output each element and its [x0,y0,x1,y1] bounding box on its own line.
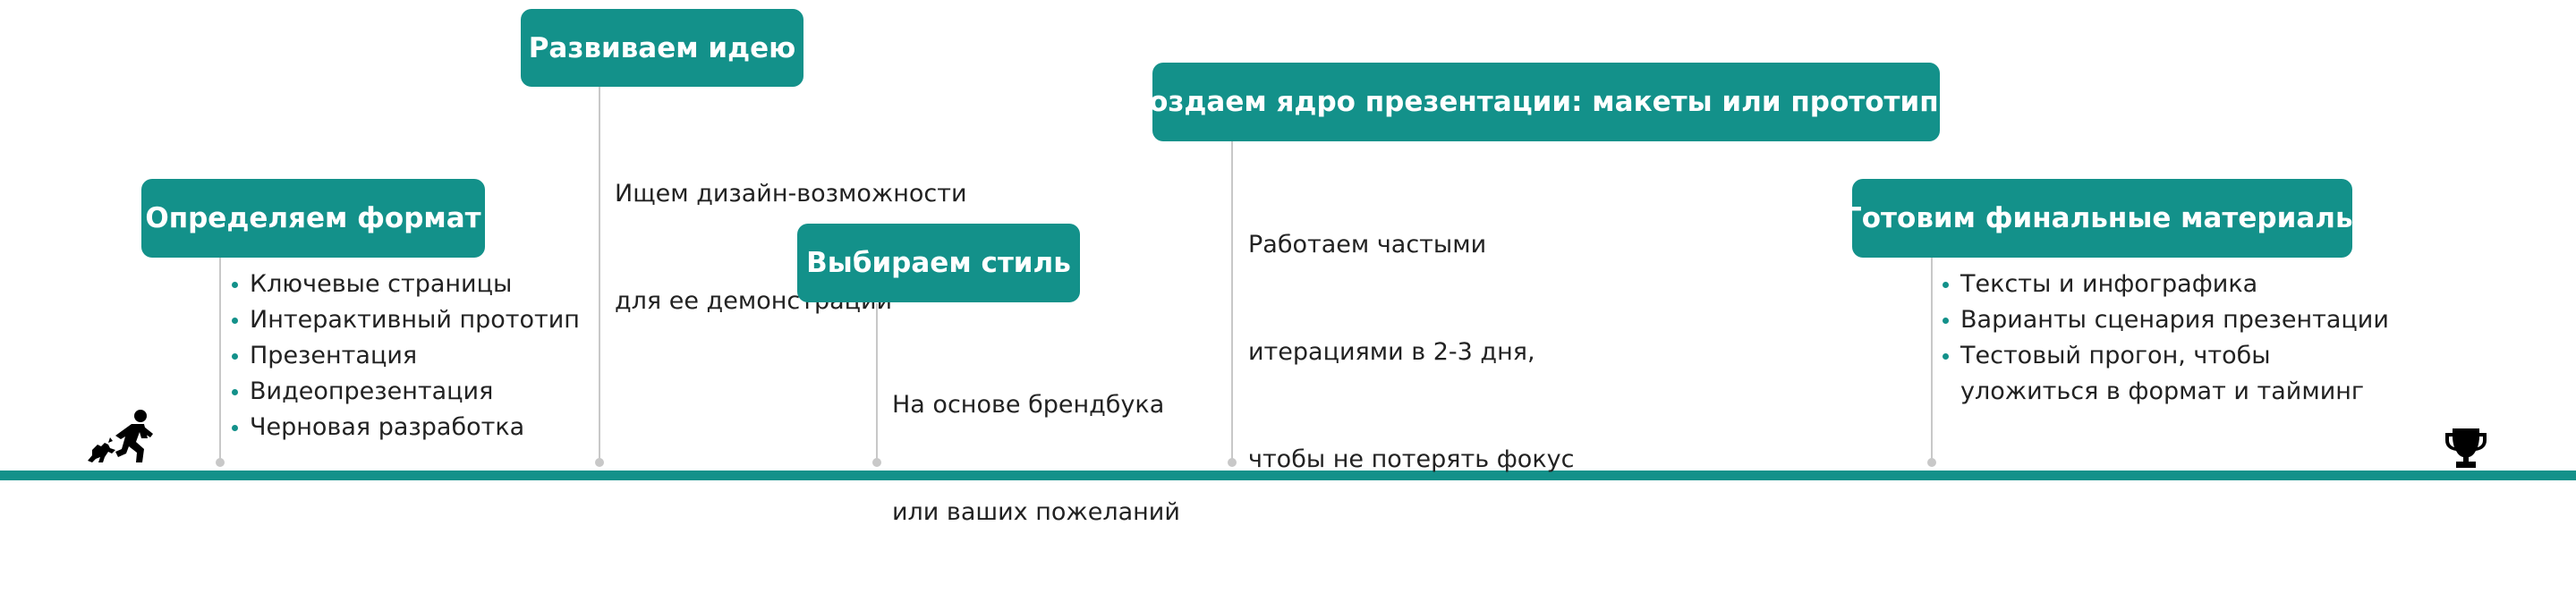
stem-style [876,303,878,463]
stem-dot-core [1228,458,1237,467]
list-item: Варианты сценария презентации [1943,302,2389,338]
stage-title-style: Выбираем стиль [806,247,1071,279]
list-item-continuation: уложиться в формат и тайминг [1960,377,2365,405]
list-item: Тексты и инфографика [1943,267,2389,302]
stage-box-final: Готовим финальные материалы [1844,179,2360,258]
bullet-dot [232,425,238,431]
bullet-dot [1943,353,1949,360]
runner-with-dog-icon [88,410,153,462]
stage-description-style: На основе брендбука или ваших пожеланий [892,391,1180,526]
stem-dot-idea [595,458,604,467]
stage-box-style: Выбираем стиль [797,224,1080,302]
list-item: Тестовый прогон, чтобы [1943,338,2389,374]
list-item: Презентация [232,338,580,374]
trophy-icon [2445,428,2487,468]
bullet-dot [232,353,238,360]
stage-bullets-final: Тексты и инфографика Варианты сценария п… [1943,267,2389,410]
timeline-diagram: Определяем формат Ключевые страницы Инте… [0,9,2576,526]
bullet-dot [232,318,238,324]
stem-final [1931,257,1933,463]
stage-box-idea: Развиваем идею [521,9,803,87]
list-item: Видеопрезентация [232,374,580,410]
stem-dot-final [1927,458,1936,467]
stem-format [219,257,221,463]
bullet-dot [1943,318,1949,324]
stage-title-idea: Развиваем идею [528,31,796,64]
bullet-dot [232,389,238,395]
stage-title-core: Создаем ядро презентации: макеты или про… [1128,86,1964,118]
timeline-baseline [0,471,2576,480]
bullet-dot [232,282,238,288]
stem-dot-format [216,458,225,467]
stage-title-final: Готовим финальные материалы [1844,202,2360,234]
stage-bullets-format: Ключевые страницы Интерактивный прототип… [232,267,580,445]
list-item: Интерактивный прототип [232,302,580,338]
list-item: Черновая разработка [232,410,580,445]
list-item: Ключевые страницы [232,267,580,302]
stage-box-format: Определяем формат [141,179,485,258]
stage-title-format: Определяем формат [145,202,481,234]
stage-description-core: Работаем частыми итерациями в 2-3 дня, ч… [1248,231,1575,473]
stem-core [1231,140,1233,463]
stem-dot-style [872,458,881,467]
stage-box-core: Создаем ядро презентации: макеты или про… [1128,63,1964,141]
stem-idea [599,85,600,463]
bullet-dot [1943,282,1949,288]
